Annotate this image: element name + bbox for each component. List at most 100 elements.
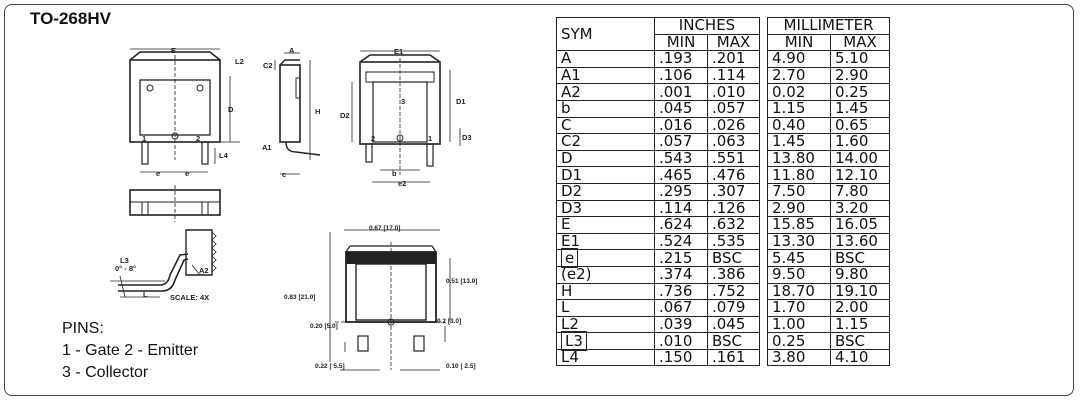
- mm-min-cell: 9.50: [767, 265, 831, 284]
- dim-label-e-pitch-1: e: [156, 169, 160, 178]
- sym-cell: b: [556, 99, 655, 118]
- end-view: [129, 185, 221, 222]
- sym-cell: e: [556, 247, 655, 268]
- package-drawing: E L2 D L4 1 2 e e A C2 H A1 c: [110, 46, 477, 371]
- inches-max-cell: .079: [707, 299, 760, 317]
- footprint-view: [329, 229, 451, 371]
- bottom-pin-2-label: 2: [371, 134, 375, 143]
- scale-label: SCALE: 4X: [170, 293, 209, 302]
- dim-label-h: H: [315, 107, 320, 116]
- mm-min-cell: 2.90: [767, 199, 831, 218]
- inches-max-cell: .307: [707, 182, 760, 201]
- dim-label-e: E: [171, 46, 176, 55]
- mm-min-cell: 1.15: [767, 99, 831, 118]
- mm-max-cell: 12.10: [830, 166, 890, 184]
- dim-label-a2: A2: [199, 266, 209, 275]
- dim-label-l: L: [143, 290, 148, 299]
- lead-angle-label: 0° - 8°: [115, 264, 136, 273]
- mm-max-cell: 7.80: [830, 182, 890, 201]
- mm-min-cell: 0.25: [767, 332, 831, 350]
- top-view: [129, 48, 240, 173]
- inches-max-cell: .045: [707, 315, 760, 334]
- inches-min-cell: .736: [654, 282, 708, 301]
- sym-cell: A2: [556, 83, 655, 101]
- mm-max-cell: 19.10: [830, 282, 890, 301]
- dim-label-b: b: [392, 169, 397, 178]
- pins-line-1: 1 - Gate 2 - Emitter: [62, 342, 199, 359]
- sym-cell: A1: [556, 66, 655, 85]
- inches-min-cell: .039: [654, 315, 708, 334]
- pin-1-label: 1: [142, 134, 146, 143]
- sym-cell: D3: [556, 199, 655, 218]
- mm-min-cell: 0.02: [767, 83, 831, 101]
- dim-label-d3: D3: [462, 133, 472, 142]
- mm-min-cell: 1.70: [767, 299, 831, 317]
- inches-min-cell: .045: [654, 99, 708, 118]
- bottom-view: [351, 50, 461, 183]
- mm-max-cell: 2.90: [830, 66, 890, 85]
- sym-header: SYM: [556, 16, 655, 52]
- mm-min-cell: 1.45: [767, 133, 831, 151]
- mm-max-cell: 3.20: [830, 199, 890, 218]
- dim-label-l2: L2: [235, 57, 244, 66]
- mm-max-cell: 13.60: [830, 232, 890, 251]
- sym-cell: D2: [556, 182, 655, 201]
- dim-label-e1: E1: [394, 47, 403, 56]
- pin-assignments: PINS: 1 - Gate 2 - Emitter 3 - Collector: [62, 318, 198, 384]
- inches-min-cell: .295: [654, 182, 708, 201]
- dim-label-d: D: [228, 105, 234, 114]
- dim-label-e2: e2: [398, 179, 406, 188]
- sym-cell: D: [556, 149, 655, 168]
- inches-max-cell: .026: [707, 116, 760, 135]
- dim-label-c: c: [282, 170, 286, 179]
- mm-min-cell: 4.90: [767, 50, 831, 68]
- inches-max-cell: BSC: [707, 332, 760, 350]
- mm-max-cell: 2.00: [830, 299, 890, 317]
- sym-cell: E1: [556, 232, 655, 251]
- dim-label-c2: C2: [263, 61, 273, 70]
- inches-header: INCHES: [654, 17, 760, 35]
- mm-min-cell: 5.45: [767, 249, 831, 267]
- mm-min-cell: 13.30: [767, 232, 831, 251]
- sym-cell: L4: [556, 348, 655, 367]
- lead-detail: [110, 229, 217, 298]
- inches-min-cell: .543: [654, 149, 708, 168]
- mm-max-cell: BSC: [830, 249, 890, 267]
- pins-heading: PINS:: [62, 320, 104, 337]
- mm-max-cell: 16.05: [830, 216, 890, 234]
- mm-max-cell: 4.10: [830, 348, 890, 367]
- inches-max-cell: .632: [707, 216, 760, 234]
- inches-min-cell: .624: [654, 216, 708, 234]
- dim-label-d1: D1: [456, 97, 466, 106]
- inches-min-cell: .193: [654, 50, 708, 68]
- boxed-sym: e: [561, 247, 579, 268]
- mm-max-cell: 0.25: [830, 83, 890, 101]
- dim-label-a1: A1: [262, 143, 272, 152]
- mm-max-cell: 0.65: [830, 116, 890, 135]
- pin-2-label: 2: [196, 134, 200, 143]
- inches-max-cell: .057: [707, 99, 760, 118]
- inches-max-cell: .752: [707, 282, 760, 301]
- footprint-pad-length-label: 0.22 [ 5.5]: [315, 363, 345, 370]
- boxed-sym: L3: [561, 330, 587, 351]
- sym-cell: C2: [556, 133, 655, 151]
- inches-max-cell: .535: [707, 232, 760, 251]
- dim-label-l4: L4: [219, 151, 229, 160]
- mm-min-cell: 11.80: [767, 166, 831, 184]
- mm-max-cell: 14.00: [830, 149, 890, 168]
- inches-min-cell: .067: [654, 299, 708, 317]
- mm-max-header: MAX: [830, 33, 890, 52]
